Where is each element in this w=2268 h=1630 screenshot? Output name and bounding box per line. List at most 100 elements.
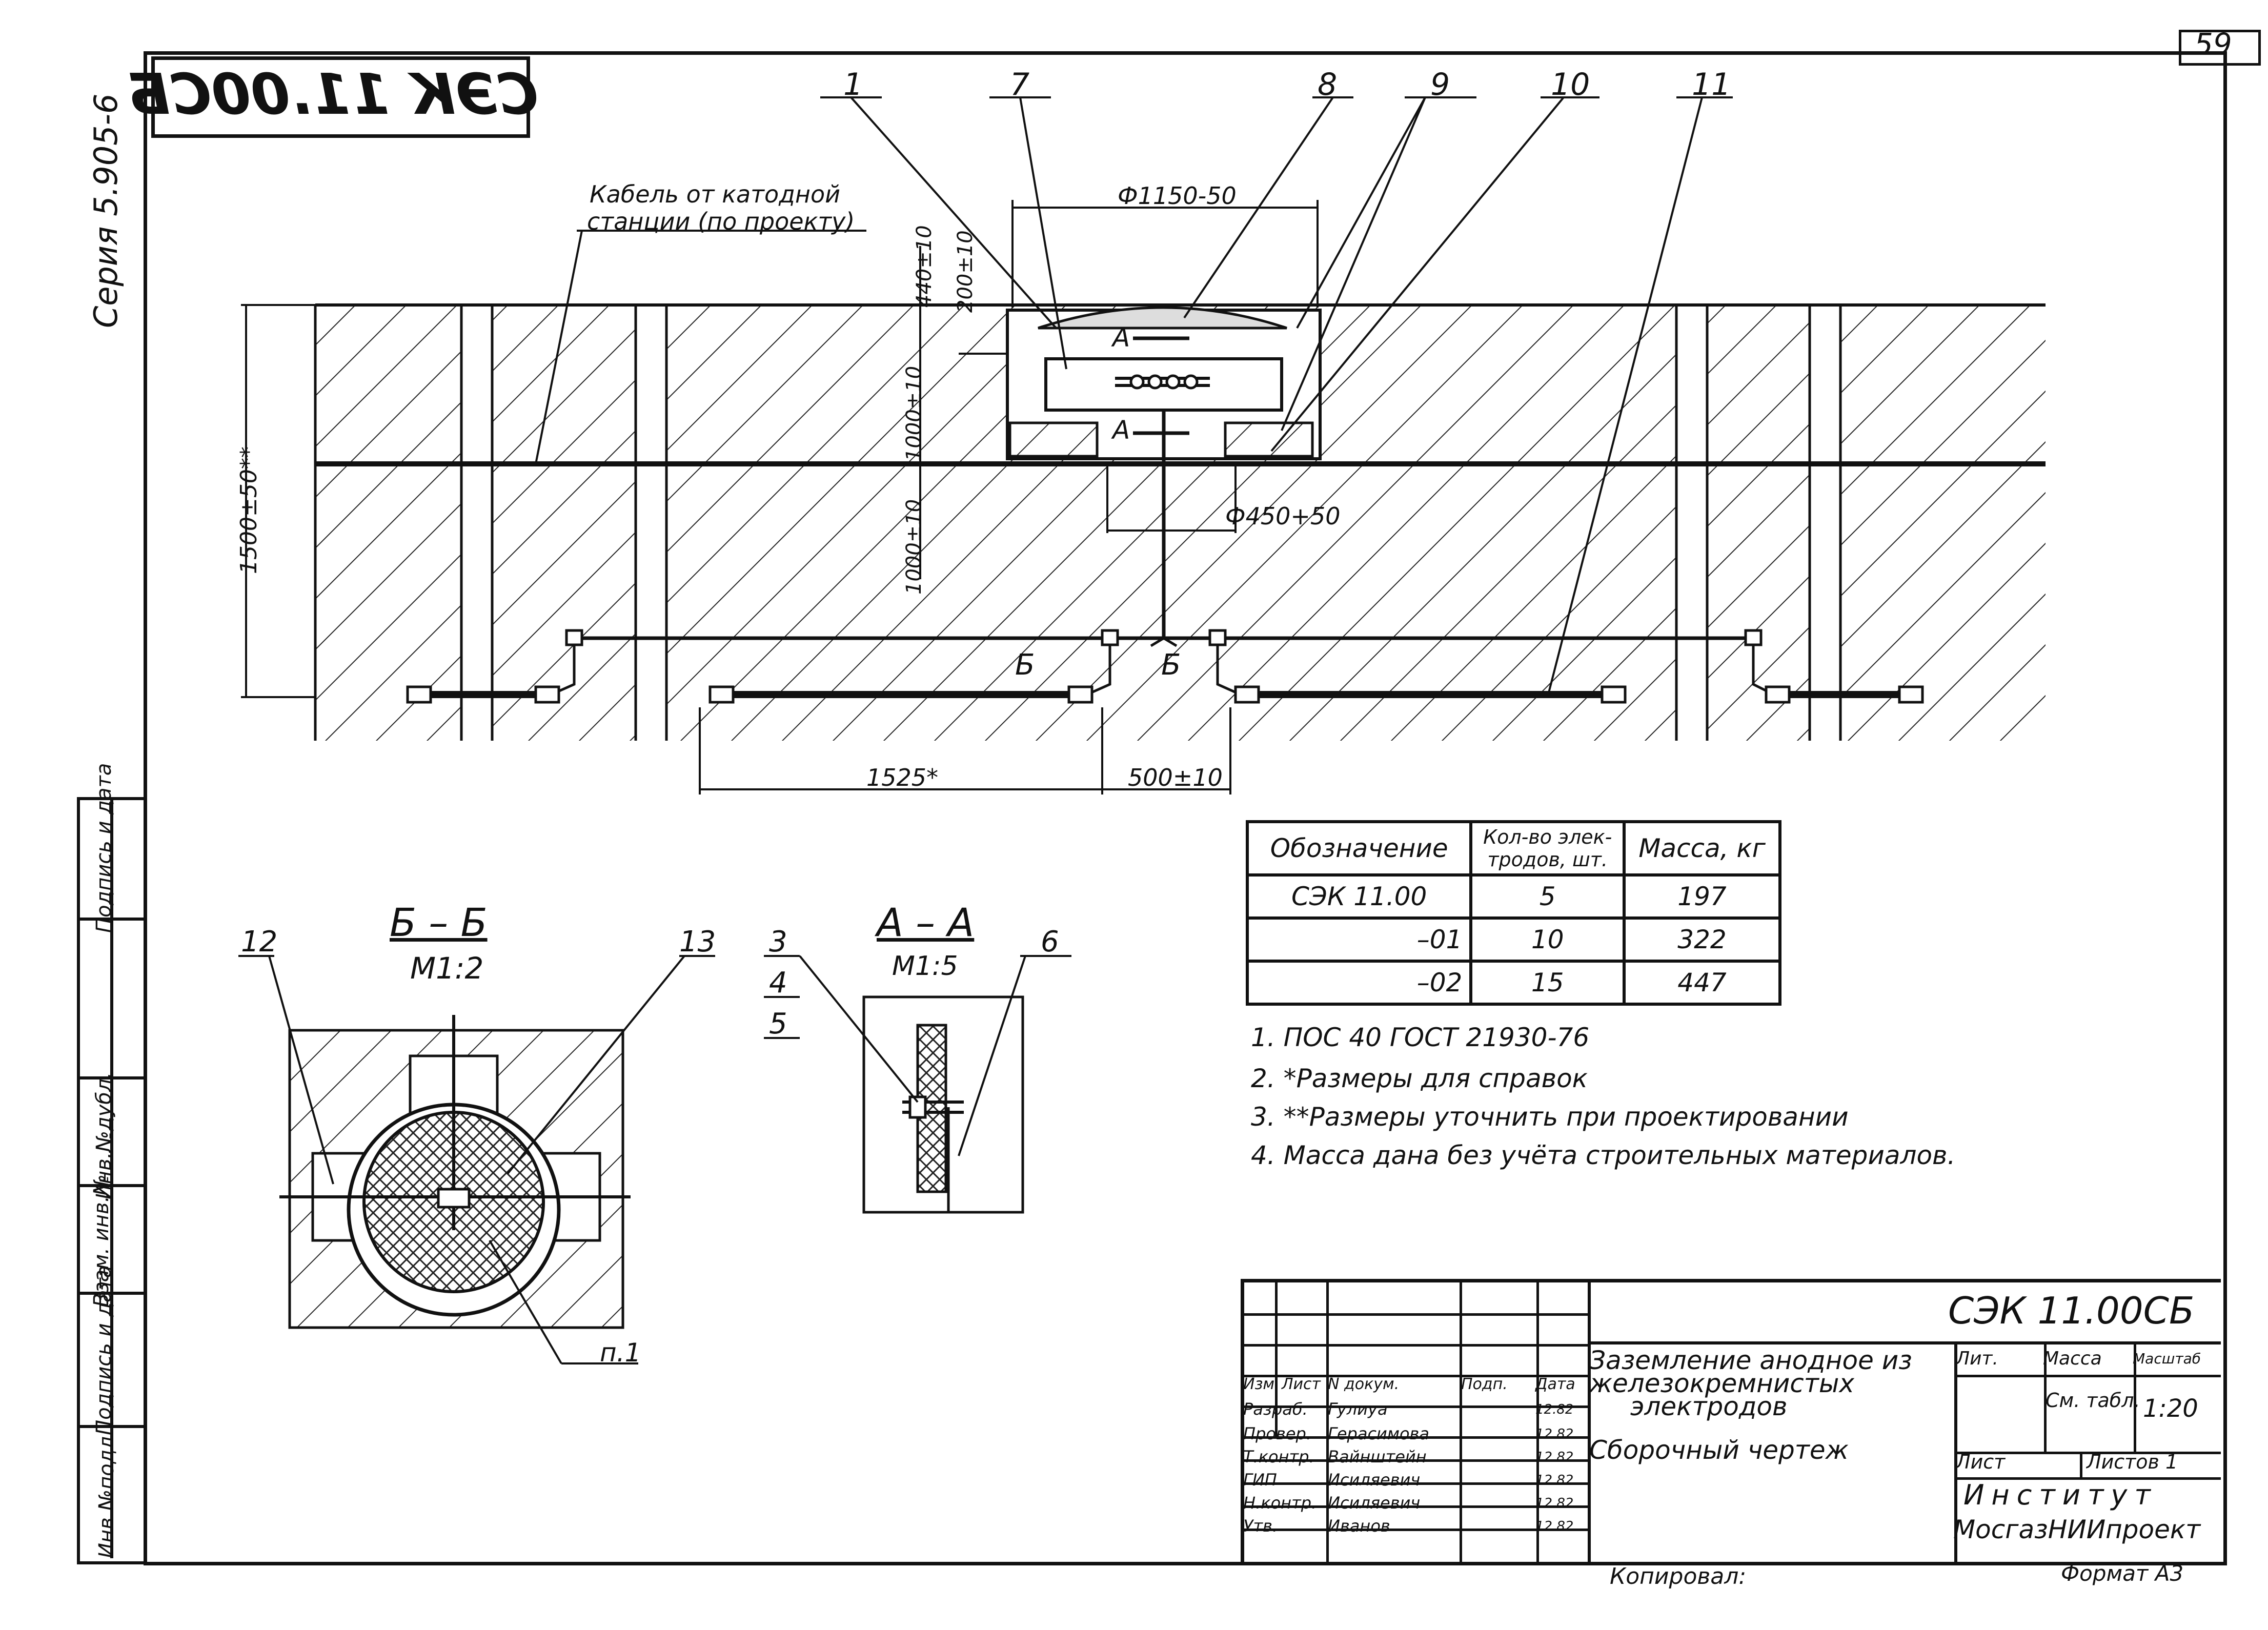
side-stamp-sep-4 <box>77 1292 144 1295</box>
tb-date: 12.82 <box>1535 1473 1574 1488</box>
dim-h200: 200±10 <box>954 230 977 313</box>
section-mark-b-right: Б <box>1161 648 1181 682</box>
spec-cell: СЭК 11.00 <box>1245 873 1473 920</box>
title-block <box>1241 1279 2221 1562</box>
section-bb-title: Б – Б <box>390 900 488 945</box>
tb-name: Гулиуа <box>1328 1399 1388 1419</box>
dim-d1150: Ф1150-50 <box>1118 182 1237 210</box>
spec-cell: 322 <box>1623 916 1781 963</box>
tb-head-date: Дата <box>1535 1375 1575 1393</box>
spec-table: Обозначение Кол-во элек-тродов, шт. Масс… <box>1245 820 1781 1006</box>
section-aa-scale: М1:5 <box>892 951 958 982</box>
side-stamp-sep-2 <box>77 1076 144 1079</box>
tb-role: Утв. <box>1243 1516 1278 1536</box>
spec-table-header: Обозначение Кол-во элек-тродов, шт. Масс… <box>1245 820 1781 877</box>
dim-d450: Ф450+50 <box>1225 502 1341 530</box>
tb-sheets-label: Листов 1 <box>2087 1451 2178 1473</box>
note-3: 3. **Размеры уточнить при проектировании <box>1251 1102 1849 1132</box>
tb-date: 12.82 <box>1535 1402 1574 1417</box>
connection-boxes <box>565 629 1763 646</box>
tb-date: 12.82 <box>1535 1496 1574 1511</box>
tb-head-list: Лист <box>1282 1375 1321 1393</box>
note-1: 1. ПОС 40 ГОСТ 21930-76 <box>1251 1023 1590 1052</box>
tb-title-3: электродов <box>1630 1392 1788 1421</box>
side-stamp-divider <box>110 797 113 1558</box>
section-bb-note-ref: п.1 <box>600 1338 641 1368</box>
tb-institute-2: МосгазНИИпроект <box>1953 1515 2201 1544</box>
tb-name: Иванов <box>1328 1516 1390 1536</box>
spec-header: Кол-во элек-тродов, шт. <box>1469 820 1626 877</box>
cable-label-leader <box>535 230 866 464</box>
callout-9: 9 <box>1430 67 1450 103</box>
tb-scale-label: Масштаб <box>2133 1350 2201 1367</box>
tb-role: ГИП <box>1243 1470 1277 1490</box>
tb-institute-1: Институт <box>1963 1479 2158 1511</box>
dim-w1525: 1525* <box>866 764 939 791</box>
spec-cell: –02 <box>1245 960 1473 1006</box>
tb-title-4: Сборочный чертеж <box>1589 1435 1849 1465</box>
spec-cell: 447 <box>1623 960 1781 1006</box>
tb-title-2: железокремнистых <box>1589 1369 1854 1398</box>
callout-3: 3 <box>769 925 787 959</box>
tb-date: 12.82 <box>1535 1519 1574 1534</box>
dimension-lines <box>241 200 1319 794</box>
callout-5: 5 <box>769 1007 787 1041</box>
tb-role: Т.контр. <box>1243 1447 1314 1466</box>
tb-mass-value: См. табл. <box>2046 1389 2140 1412</box>
section-marks <box>1061 336 1266 640</box>
callout-7: 7 <box>1010 67 1030 103</box>
tb-head-sign: Подп. <box>1461 1375 1508 1393</box>
tb-name: Герасимова <box>1328 1424 1430 1443</box>
callout-leaders <box>820 96 1733 695</box>
dim-h440: 440±10 <box>913 225 936 308</box>
tb-head-doc: N докум. <box>1328 1375 1400 1393</box>
tb-date: 12.82 <box>1535 1427 1574 1442</box>
tb-name: Исиляевич <box>1328 1493 1421 1513</box>
section-mark-a-top: А <box>1112 323 1130 353</box>
tb-name: Вайнштейн <box>1328 1447 1427 1466</box>
tb-role: Разраб. <box>1243 1399 1308 1419</box>
callout-12: 12 <box>241 925 278 959</box>
spec-cell: 197 <box>1623 873 1781 920</box>
tb-lit-label: Лит. <box>1956 1348 1998 1369</box>
callout-11: 11 <box>1692 67 1731 103</box>
section-bb-scale: М1:2 <box>410 951 484 986</box>
section-aa-graphic <box>764 955 1071 1214</box>
callout-4: 4 <box>769 966 787 1000</box>
tb-head-izm: Изм <box>1243 1375 1275 1393</box>
callout-6: 6 <box>1041 925 1059 959</box>
side-stamp-sep-1 <box>77 918 144 921</box>
callout-13: 13 <box>679 925 716 959</box>
note-2: 2. *Размеры для справок <box>1251 1064 1588 1093</box>
tb-mass-label: Масса <box>2043 1348 2102 1369</box>
dim-w500: 500±10 <box>1128 764 1223 791</box>
stamp-box <box>151 56 530 138</box>
dim-h1500: 1500±50** <box>236 446 262 574</box>
cable-label-line-1: Кабель от катодной <box>590 180 841 208</box>
section-aa-title: А – А <box>877 900 975 945</box>
note-4: 4. Масса дана без учёта строительных мат… <box>1251 1140 1956 1170</box>
tb-scale-value: 1:20 <box>2143 1394 2198 1423</box>
spec-cell: 5 <box>1469 873 1626 920</box>
tb-sheet-label: Лист <box>1956 1451 2006 1473</box>
dim-h1000b: 1000±10 <box>902 499 926 595</box>
table-row: –02 15 447 <box>1245 960 1781 1006</box>
sheet-number-box <box>2179 30 2261 66</box>
spec-header: Обозначение <box>1245 820 1473 877</box>
spec-cell: 10 <box>1469 916 1626 963</box>
tb-role: Провер. <box>1243 1424 1311 1443</box>
electrodes <box>406 685 1924 704</box>
copied-label: Копировал: <box>1610 1563 1747 1590</box>
spec-cell: 15 <box>1469 960 1626 1006</box>
cable-label-line-2: станции (по проекту) <box>587 208 855 235</box>
callout-1: 1 <box>843 67 863 103</box>
section-bb-graphic <box>238 955 715 1364</box>
dim-h1000a: 1000±10 <box>902 365 926 461</box>
spec-cell: –01 <box>1245 916 1473 963</box>
table-row: –01 10 322 <box>1245 916 1781 963</box>
section-mark-a-bottom: А <box>1112 415 1130 445</box>
tb-doc-code: СЭК 11.00СБ <box>1948 1289 2195 1332</box>
format-label: Формат А3 <box>2061 1561 2184 1586</box>
callout-8: 8 <box>1318 67 1338 103</box>
